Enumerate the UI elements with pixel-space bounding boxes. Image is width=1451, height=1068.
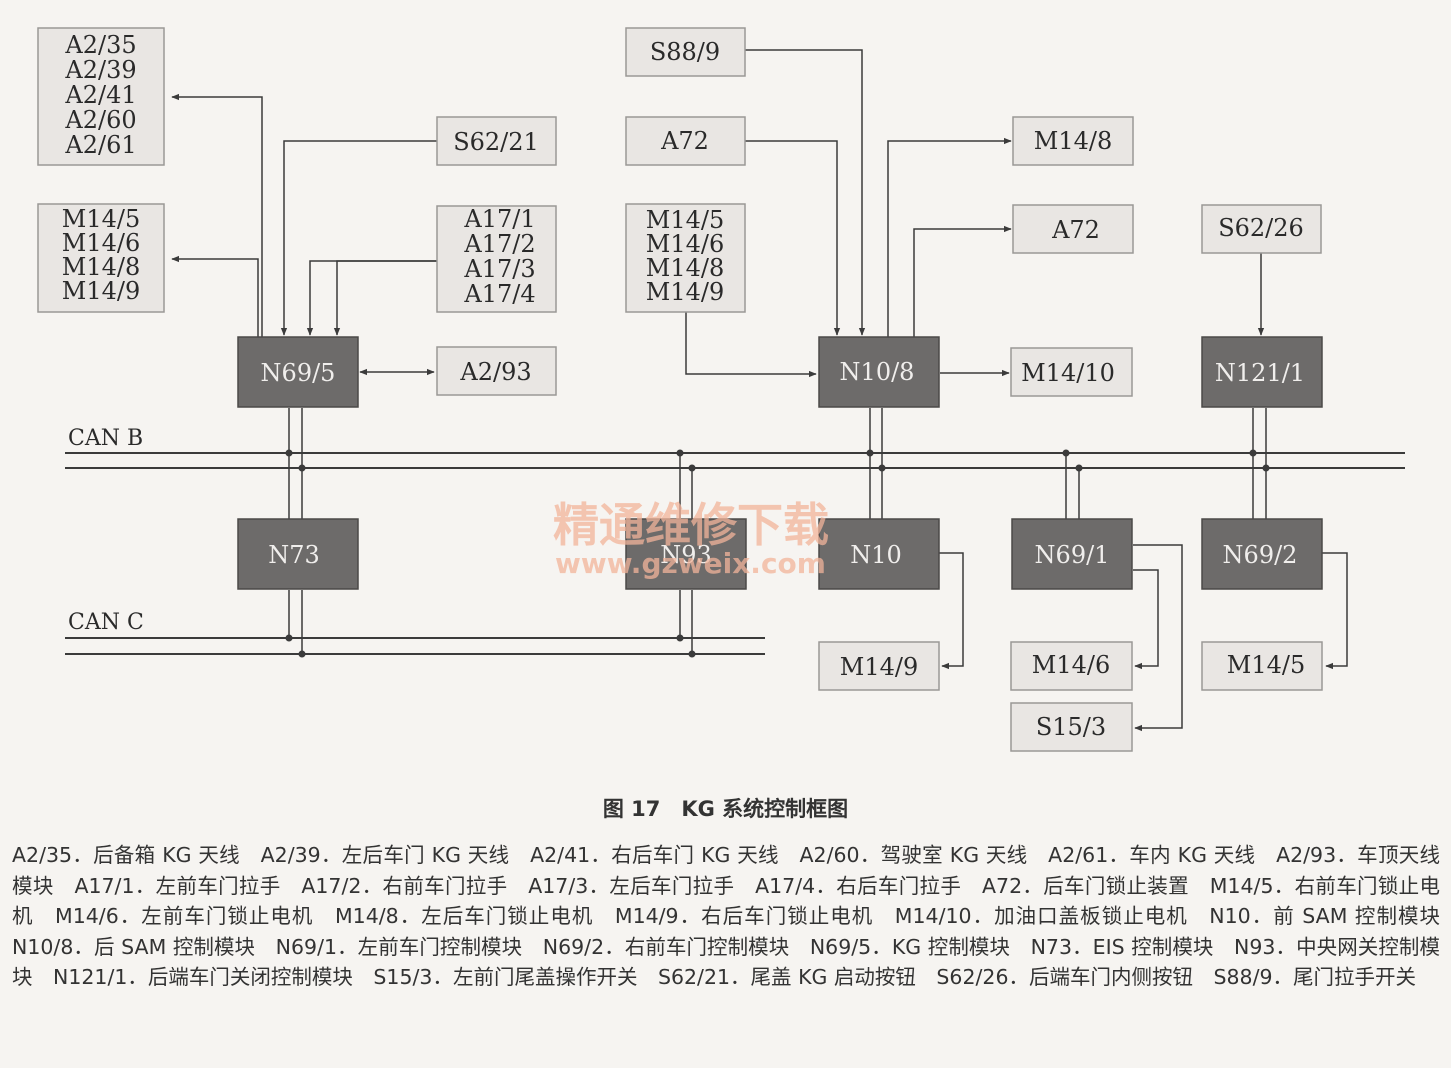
box-n69-5: N69/5: [237, 336, 359, 408]
watermark-url: www.gzweix.com: [555, 547, 826, 580]
box-label: A17/2: [463, 230, 535, 258]
box-label: M14/9: [646, 278, 724, 306]
box-label: A72: [1051, 216, 1100, 244]
box-label: A2/35: [64, 31, 136, 59]
can-b-label: CAN B: [68, 426, 143, 451]
box-label: M14/10: [1021, 359, 1115, 387]
figure-caption: 图 17 KG 系统控制框图: [602, 797, 849, 821]
box-label: A2/93: [459, 358, 531, 386]
signal-lines: [171, 49, 1348, 732]
box-m14-9: M14/9: [818, 641, 940, 691]
watermark-title: 精通维修下载: [553, 498, 829, 552]
box-n121-1: N121/1: [1201, 336, 1323, 408]
box-label: M14/9: [62, 277, 140, 305]
box-a2-antennas: A2/35 A2/39 A2/41 A2/60 A2/61: [37, 27, 165, 166]
box-label: N73: [268, 541, 320, 569]
box-label: M14/5: [62, 205, 140, 233]
box-label: M14/8: [646, 254, 724, 282]
box-a72-output: A72: [1012, 204, 1134, 254]
box-s88-9: S88/9: [625, 27, 746, 77]
box-a2-93: A2/93: [436, 346, 557, 396]
box-s62-21: S62/21: [436, 116, 557, 166]
box-label: N69/5: [261, 359, 336, 387]
box-label: A2/60: [64, 106, 136, 134]
box-m14-motors-left: M14/5 M14/6 M14/8 M14/9: [37, 203, 165, 313]
box-m14-motors-mid: M14/5 M14/6 M14/8 M14/9: [625, 203, 746, 313]
box-label: M14/5: [646, 206, 724, 234]
bus-connections: [288, 408, 1267, 654]
box-label: S88/9: [650, 38, 720, 66]
box-a17-handles: A17/1 A17/2 A17/3 A17/4: [436, 205, 557, 313]
box-label: A17/3: [463, 255, 535, 283]
box-m14-8: M14/8: [1012, 116, 1134, 166]
box-label: M14/6: [646, 230, 724, 258]
can-c-label: CAN C: [68, 610, 144, 635]
box-label: S62/21: [453, 128, 539, 156]
box-label: A2/61: [64, 131, 136, 159]
box-label: N69/2: [1223, 541, 1298, 569]
box-label: N10: [850, 541, 902, 569]
box-label: M14/8: [1034, 127, 1112, 155]
box-n69-2: N69/2: [1201, 518, 1323, 590]
box-label: N69/1: [1035, 541, 1110, 569]
box-n69-1: N69/1: [1011, 518, 1133, 590]
box-label: N121/1: [1215, 359, 1305, 387]
box-a72-input: A72: [625, 116, 746, 166]
box-label: M14/6: [62, 229, 140, 257]
kg-system-block-diagram: CAN B CAN C: [37, 27, 1405, 752]
box-label: S62/26: [1218, 214, 1304, 242]
box-label: M14/9: [840, 653, 918, 681]
bus-junction-dots: [285, 449, 1270, 658]
box-label: S15/3: [1036, 713, 1106, 741]
box-m14-5: M14/5: [1201, 641, 1323, 691]
can-b-bus: [65, 452, 1405, 469]
box-label: N93: [660, 541, 712, 569]
box-n10: N10: [818, 518, 940, 590]
box-m14-10: M14/10: [1010, 347, 1133, 397]
box-label: A2/39: [64, 56, 136, 84]
box-n73: N73: [237, 518, 359, 590]
figure-legend: A2/35．后备箱 KG 天线 A2/39．左后车门 KG 天线 A2/41．右…: [12, 843, 1451, 989]
box-label: A17/1: [463, 205, 535, 233]
box-label: M14/6: [1032, 651, 1110, 679]
box-label: A17/4: [463, 280, 535, 308]
box-label: A72: [660, 127, 709, 155]
box-m14-6: M14/6: [1010, 641, 1133, 691]
box-s62-26: S62/26: [1201, 204, 1322, 254]
can-c-bus: [65, 637, 765, 655]
box-label: M14/5: [1227, 651, 1305, 679]
box-n93: N93: [625, 518, 747, 590]
box-label: A2/41: [64, 81, 136, 109]
box-label: M14/8: [62, 253, 140, 281]
box-s15-3: S15/3: [1010, 702, 1133, 752]
box-label: N10/8: [840, 358, 915, 386]
box-n10-8: N10/8: [818, 336, 940, 408]
